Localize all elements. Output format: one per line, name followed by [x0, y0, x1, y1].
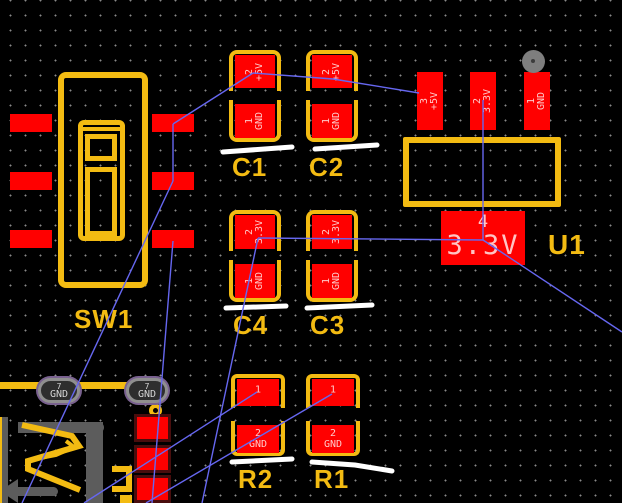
sw1-pad-left-1[interactable]: [10, 114, 52, 132]
sw1-slot-outline: [85, 167, 117, 236]
gnd-trace-left[interactable]: [0, 382, 40, 389]
u1-pad2-net: 3.3V: [482, 88, 493, 114]
c1-pad2-net: +5V: [254, 62, 265, 81]
sw1-pad-left-2[interactable]: [10, 172, 52, 190]
via-gnd-2[interactable]: 7 GND: [126, 378, 168, 403]
dimension-arrow-shaft: [16, 487, 58, 496]
sw1-slider-bar: [83, 127, 120, 131]
via-gnd-1[interactable]: 7 GND: [38, 378, 80, 403]
c2-courtyard-top: [306, 50, 358, 91]
u1-body-outline[interactable]: [403, 137, 561, 207]
r1-pad2-net: GND: [323, 439, 343, 450]
c4-pad2-net: 3.3V: [254, 219, 265, 245]
connector-pad[interactable]: [137, 478, 168, 500]
c1-courtyard-top: [229, 50, 281, 91]
r1-courtyard-top: [306, 374, 360, 408]
c2-pad-2[interactable]: 2+5V: [312, 55, 352, 88]
board-edge-yellow-vertical: [0, 417, 2, 503]
sw1-pad-right-2[interactable]: [152, 172, 194, 190]
c4-courtyard-top: [229, 210, 281, 251]
r1-pad1-number: 1: [329, 384, 337, 396]
u1-pad4-net: 3.3V: [446, 230, 520, 261]
sw1-pad-right-3[interactable]: [152, 230, 194, 248]
c2-pad2-net: +5V: [331, 62, 342, 81]
sw1-pad-left-3[interactable]: [10, 230, 52, 248]
u1-drill-via[interactable]: [522, 50, 545, 73]
c2-refdes[interactable]: C2: [309, 152, 345, 182]
connector-pad[interactable]: [137, 448, 168, 470]
r1-refdes[interactable]: R1: [314, 464, 350, 494]
u1-pad1-net: GND: [536, 91, 547, 111]
c3-courtyard-top: [306, 210, 358, 251]
r1-pad-1[interactable]: 1: [312, 379, 354, 406]
via2-net: GND: [137, 389, 157, 400]
r2-pad2-net: GND: [248, 439, 268, 450]
c3-courtyard-bottom: [306, 260, 358, 302]
gnd-trace-middle[interactable]: [78, 382, 128, 389]
r2-pad-1[interactable]: 1: [237, 379, 279, 406]
u1-pad-3[interactable]: 3+5V: [417, 72, 443, 130]
c2-pad1-net: GND: [331, 111, 342, 131]
c2-courtyard-bottom: [306, 100, 358, 142]
c1-pad1-net: GND: [254, 111, 265, 131]
sw1-knob-outline: [85, 134, 117, 161]
r2-refdes[interactable]: R2: [238, 464, 274, 494]
c1-refdes[interactable]: C1: [232, 152, 268, 182]
c4-pad1-net: GND: [254, 271, 265, 291]
r2-pad2-number: 2: [254, 428, 262, 439]
c1-pad-2[interactable]: 2+5V: [235, 55, 275, 88]
board-edge-gray-vertical: [2, 417, 8, 503]
r2-pad1-number: 1: [254, 384, 262, 396]
via1-net: GND: [49, 389, 69, 400]
c3-refdes[interactable]: C3: [310, 310, 346, 340]
fab-drawing-vbar: [86, 422, 103, 503]
c3-pad2-net: 3.3V: [331, 219, 342, 245]
c4-refdes[interactable]: C4: [233, 310, 269, 340]
u1-pad4-number: 4: [477, 212, 489, 232]
sw1-pad-right-1[interactable]: [152, 114, 194, 132]
u1-pad-4[interactable]: 4 3.3V: [441, 211, 525, 265]
u1-refdes[interactable]: U1: [548, 229, 586, 260]
r1-pad2-number: 2: [329, 428, 337, 439]
silk-curl-icon: [149, 404, 162, 417]
c3-pad1-net: GND: [331, 271, 342, 291]
connector-pad[interactable]: [137, 417, 168, 439]
u1-pad3-net: +5V: [429, 91, 440, 111]
sw1-refdes[interactable]: SW1: [74, 304, 134, 334]
